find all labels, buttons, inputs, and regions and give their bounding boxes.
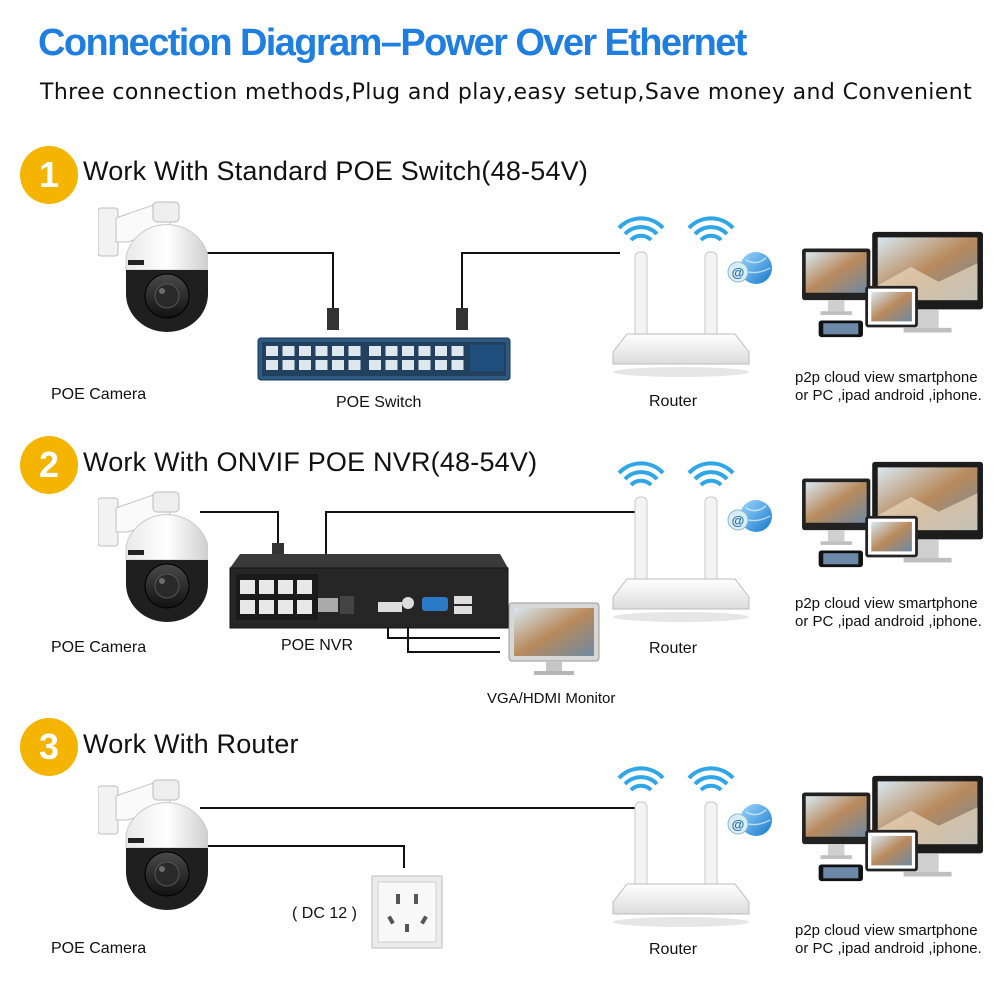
section-2-graphics (98, 460, 985, 675)
step-badge-3: 3 (20, 718, 78, 776)
router-label-2: Router (649, 640, 698, 657)
page-subtitle: Three connection methods,Plug and play,e… (40, 80, 973, 105)
monitor-label: VGA/HDMI Monitor (487, 690, 616, 707)
switch-port (315, 360, 328, 370)
switch-port (451, 360, 464, 370)
switch-port (369, 360, 381, 370)
devices-icon (800, 460, 985, 569)
monitor-icon (508, 602, 600, 675)
step-badge-1: 1 (20, 146, 78, 204)
switch-port (369, 346, 381, 356)
cloud-globe-icon (727, 251, 773, 285)
switch-port (266, 360, 278, 370)
camera-label-1: POE Camera (51, 386, 147, 403)
switch-port (418, 360, 431, 370)
section-heading-1: Work With Standard POE Switch(48-54V) (83, 156, 589, 186)
ptz-camera-icon (98, 779, 208, 911)
nvr-label: POE NVR (281, 637, 354, 654)
switch-port (332, 346, 344, 356)
section-heading-3: Work With Router (83, 729, 299, 759)
switch-port (299, 346, 311, 356)
switch-port (315, 346, 328, 356)
ptz-camera-icon (98, 491, 208, 623)
switch-port (332, 360, 344, 370)
p2p-line1-2: p2p cloud view smartphone (795, 595, 978, 612)
switch-port (282, 360, 295, 370)
switch-port (385, 360, 398, 370)
step-badge-2: 2 (20, 436, 78, 494)
nvr-poe-port (240, 600, 255, 614)
switch-port (299, 360, 311, 370)
switch-port (418, 346, 431, 356)
power-label: ( DC 12 ) (292, 905, 357, 922)
router-icon (611, 216, 751, 379)
switch-port (282, 346, 295, 356)
poe-nvr-icon (229, 554, 509, 629)
cloud-globe-icon (727, 499, 773, 533)
p2p-line2-2: or PC ,ipad android ,iphone. (795, 613, 982, 630)
switch-port (435, 360, 447, 370)
camera-label-3: POE Camera (51, 940, 147, 957)
nvr-poe-port (259, 580, 274, 594)
section-3-graphics (98, 766, 985, 949)
power-socket-icon (371, 875, 443, 949)
nvr-poe-port (240, 580, 255, 594)
devices-icon (800, 230, 985, 339)
section-1-graphics (98, 201, 985, 381)
router-icon (611, 766, 751, 929)
switch-port (348, 360, 361, 370)
p2p-line2-3: or PC ,ipad android ,iphone. (795, 940, 982, 957)
router-label-1: Router (649, 393, 698, 410)
nvr-poe-port (297, 580, 312, 594)
ptz-camera-icon (98, 201, 208, 333)
p2p-line2-1: or PC ,ipad android ,iphone. (795, 387, 982, 404)
page-title: Connection Diagram–Power Over Ethernet (38, 22, 747, 64)
section-heading-2: Work With ONVIF POE NVR(48-54V) (83, 447, 538, 477)
switch-port (451, 346, 464, 356)
cloud-globe-icon (727, 803, 773, 837)
switch-port (348, 346, 361, 356)
switch-port (385, 346, 398, 356)
switch-port (435, 346, 447, 356)
switch-label: POE Switch (336, 394, 422, 411)
p2p-line1-3: p2p cloud view smartphone (795, 922, 978, 939)
nvr-poe-port (278, 580, 293, 594)
p2p-line1-1: p2p cloud view smartphone (795, 369, 978, 386)
nvr-poe-port (259, 600, 274, 614)
switch-port (266, 346, 278, 356)
devices-icon (800, 774, 985, 883)
switch-port (402, 360, 414, 370)
router-label-3: Router (649, 941, 698, 958)
nvr-poe-port (278, 600, 293, 614)
router-icon (611, 461, 751, 624)
camera-label-2: POE Camera (51, 639, 147, 656)
switch-port (402, 346, 414, 356)
nvr-poe-port (297, 600, 312, 614)
